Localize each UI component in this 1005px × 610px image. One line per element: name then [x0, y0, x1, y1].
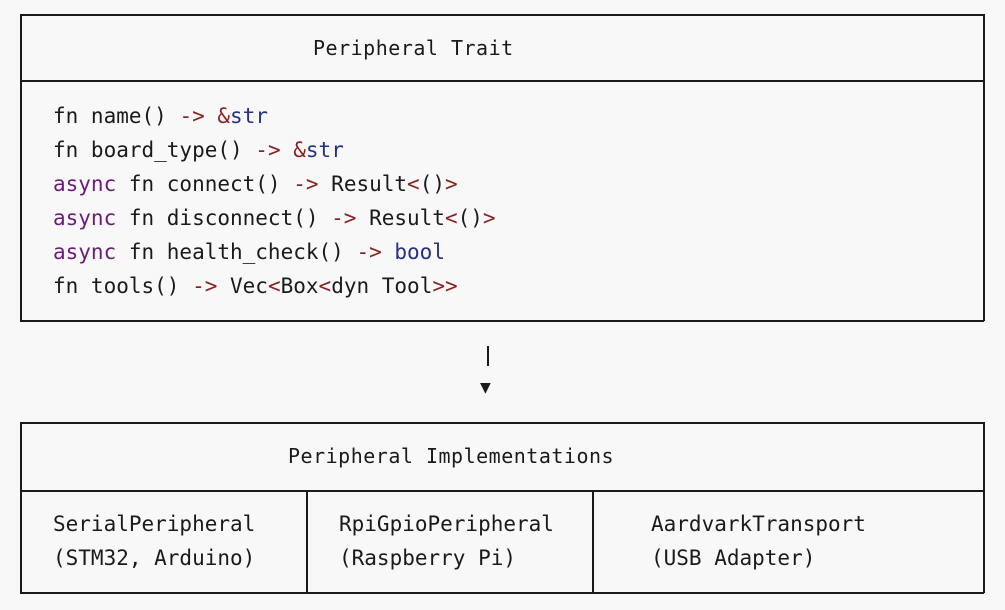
method-token — [281, 138, 294, 162]
method-token: async — [53, 206, 117, 230]
impl-box-right-border — [983, 422, 985, 593]
method-token: fn name() — [53, 104, 180, 128]
trait-method-line: fn tools() -> Vec<Box<dyn Tool>> — [53, 274, 458, 298]
method-token: Result — [356, 206, 445, 230]
method-token: < — [444, 206, 458, 230]
method-token: dyn Tool — [331, 274, 433, 298]
method-token: Box — [280, 274, 319, 298]
method-token: < — [318, 274, 332, 298]
method-token: < — [407, 172, 420, 196]
impl-serial-detail: (STM32, Arduino) — [53, 546, 256, 570]
method-token: fn health_check() — [116, 240, 357, 264]
method-token: -> — [179, 104, 205, 128]
method-token: fn board_type() — [53, 138, 256, 162]
method-token: -> — [356, 240, 382, 264]
method-token: >> — [432, 274, 458, 298]
impl-column-divider-2 — [592, 490, 594, 593]
method-token: str — [305, 138, 344, 162]
method-token — [205, 104, 218, 128]
impl-column-divider-1 — [306, 490, 308, 593]
method-token: < — [267, 274, 281, 298]
trait-box-bottom-border — [20, 320, 984, 322]
method-token: bool — [394, 240, 445, 264]
impl-box-title: Peripheral Implementations — [288, 444, 615, 468]
trait-box-title: Peripheral Trait — [313, 36, 514, 60]
method-token: fn disconnect() — [116, 206, 332, 230]
impl-serial-name: SerialPeripheral — [53, 512, 256, 536]
method-token: > — [445, 172, 458, 196]
method-token: str — [230, 104, 268, 128]
method-token: () — [419, 172, 445, 196]
trait-method-line: fn name() -> &str — [53, 104, 268, 128]
method-token: -> — [192, 274, 218, 298]
method-token: & — [293, 138, 306, 162]
trait-method-line: async fn connect() -> Result<()> — [53, 172, 458, 196]
method-token: Result — [318, 172, 408, 196]
method-token: () — [457, 206, 483, 230]
impl-box-top-border — [20, 422, 984, 424]
impl-rpigpio-detail: (Raspberry Pi) — [339, 546, 517, 570]
trait-method-line: async fn health_check() -> bool — [53, 240, 445, 264]
method-token: async — [53, 172, 117, 196]
method-token: -> — [255, 138, 281, 162]
method-token: -> — [293, 172, 319, 196]
impl-box-left-border — [20, 422, 22, 593]
trait-box-top-border — [20, 14, 984, 16]
impl-aardvark-name: AardvarkTransport — [651, 512, 866, 536]
method-token: -> — [331, 206, 357, 230]
method-token — [382, 240, 395, 264]
method-token: fn connect() — [116, 172, 294, 196]
impl-aardvark-detail: (USB Adapter) — [651, 546, 816, 570]
trait-box-right-border — [983, 14, 985, 321]
impl-rpigpio-name: RpiGpioPeripheral — [339, 512, 554, 536]
trait-method-line: fn board_type() -> &str — [53, 138, 344, 162]
impl-box-header-divider — [20, 490, 984, 492]
trait-box-left-border — [20, 14, 22, 321]
arrow-head-icon: ▼ — [480, 377, 491, 398]
method-token: async — [53, 240, 117, 264]
arrow-stem — [487, 346, 489, 366]
impl-box-bottom-border — [20, 592, 984, 594]
method-token: & — [217, 104, 231, 128]
method-token: fn tools() — [53, 274, 193, 298]
trait-method-line: async fn disconnect() -> Result<()> — [53, 206, 496, 230]
trait-box-header-divider — [20, 80, 984, 82]
method-token: Vec — [217, 274, 268, 298]
method-token: > — [482, 206, 496, 230]
